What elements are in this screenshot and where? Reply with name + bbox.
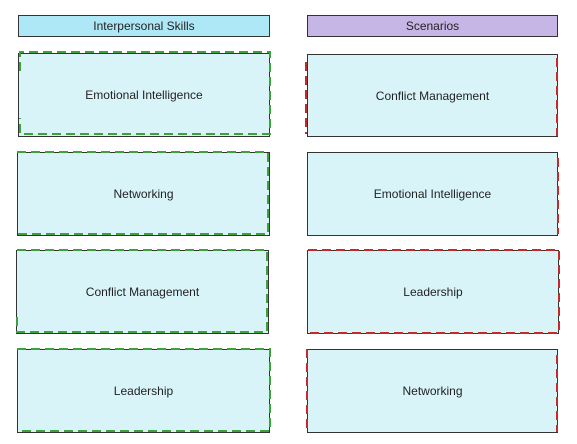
scenarios-header: Scenarios — [307, 15, 558, 37]
scenario-card-networking[interactable]: Networking — [307, 349, 558, 433]
scenario-card-label: Emotional Intelligence — [373, 187, 492, 201]
scenario-card-emotional-intelligence[interactable]: Emotional Intelligence — [307, 152, 558, 236]
skill-card-leadership[interactable]: Leadership — [17, 349, 270, 433]
scenario-card-label: Networking — [402, 384, 463, 398]
skill-card-emotional-intelligence[interactable]: Emotional Intelligence — [18, 53, 270, 137]
interpersonal-skills-header: Interpersonal Skills — [18, 15, 270, 37]
scenario-card-label: Leadership — [403, 285, 463, 299]
skill-card-networking[interactable]: Networking — [17, 152, 270, 236]
scenario-card-leadership[interactable]: Leadership — [307, 250, 559, 334]
skill-card-label: Leadership — [113, 384, 174, 398]
scenario-card-conflict-management[interactable]: Conflict Management — [307, 54, 558, 137]
skill-card-conflict-management[interactable]: Conflict Management — [16, 250, 269, 334]
skill-card-label: Networking — [113, 187, 174, 201]
scenario-card-label: Conflict Management — [375, 88, 490, 103]
skill-card-label: Emotional Intelligence — [85, 88, 203, 102]
skill-card-label: Conflict Management — [85, 285, 200, 299]
